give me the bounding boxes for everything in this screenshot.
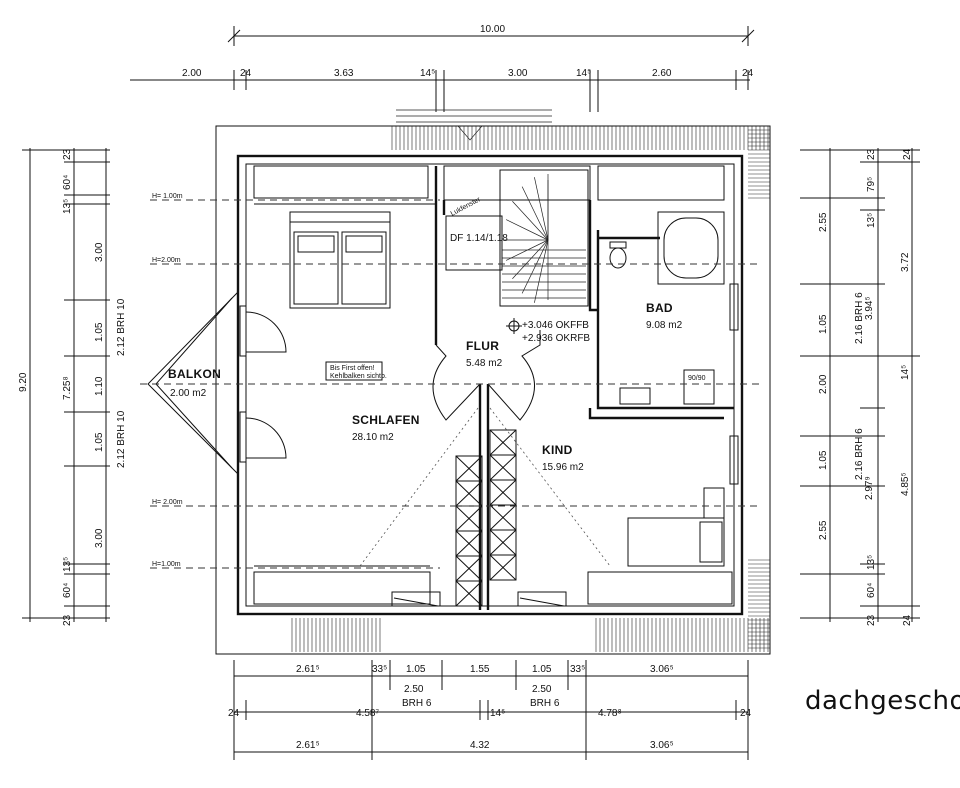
dim-left-9: 13⁵ [62,557,73,572]
room-flur: +3.046 OKFFB +2.936 OKRFB FLUR 5.48 m2 [432,318,590,421]
dim-window-1: 2.50 [404,684,424,695]
dim-right-1: 23 [866,148,877,160]
dim-top-7: 2.60 [652,68,672,79]
dim-bottom-e2: 4.32 [470,740,490,751]
dim-right-19: 24 [902,148,913,160]
room-area-bad: 9.08 m2 [646,320,683,331]
dim-window-1-brh: BRH 6 [402,698,432,709]
height-label-2: H=2.00m [152,257,181,264]
dim-top-3: 3.63 [334,68,354,79]
dim-bottom-c3: 14⁵ [490,708,505,719]
dim-top-5: 3.00 [508,68,528,79]
dim-left-6: 1.10 [94,376,105,396]
dim-bottom-6: 33⁵ [570,664,585,675]
height-label-3: H= 2.00m [152,499,183,506]
dim-right-2: 2.55 [818,212,829,232]
note-line1: Bis First offen! [330,365,375,372]
height-label-4: H=1.00m [152,561,181,568]
dim-bottom-e1: 2.61⁵ [296,740,320,751]
dim-bottom-c1: 24 [228,708,240,719]
dim-right-6: 2.16 BRH 6 [854,292,865,344]
dim-left-3: 13⁵ [62,199,73,214]
room-schlafen: Bis First offen! Kehlbalken sichtb. SCHL… [289,211,420,443]
staircase: Lukfenster DF 1.14/1.18 [445,169,589,307]
room-area-balkon: 2.00 m2 [170,388,207,399]
hatch-label: Lukfenster [450,196,483,218]
dim-right-15: 2.55 [818,520,829,540]
dim-overall-width: 10.00 [480,24,505,35]
dim-right-13: 2.97⁹ [864,476,875,500]
dim-window-2: 2.50 [532,684,552,695]
dim-bottom-e3: 3.06⁵ [650,740,674,751]
dim-window-2-brh: BRH 6 [530,698,560,709]
walls [236,154,744,616]
dim-right-4: 13⁵ [866,213,877,228]
dim-right-17: 60⁴ [866,583,877,598]
balkon: BALKON 2.00 m2 [147,291,287,475]
dim-bottom-c2: 4.58⁷ [356,708,379,719]
dim-left-5: 1.05 [94,322,105,342]
dim-top-4: 14⁵ [420,68,435,79]
dim-left-brh-lower: 2.12 BRH 10 [116,410,127,468]
dim-top-6: 14⁵ [576,68,591,79]
level-okrfb: +2.936 OKRFB [522,333,590,344]
room-name-bad: BAD [646,301,673,315]
roof-window-label: DF 1.14/1.18 [450,233,508,244]
room-name-flur: FLUR [466,339,499,353]
dim-right-10: 2.00 [818,374,829,394]
dim-bottom-4: 1.55 [470,664,490,675]
bottom-dimensions: 2.61⁵ 33⁵ 1.05 1.55 1.05 33⁵ 3.06⁵ 2.50 … [228,660,752,760]
dim-left-overall: 9.20 [18,372,29,392]
dim-right-11: 1.05 [818,450,829,470]
right-dimensions: 23 2.55 79⁵ 13⁵ 1.05 2.16 BRH 6 3.94⁵ 3.… [800,148,920,626]
level-okffb: +3.046 OKFFB [522,320,589,331]
dim-bottom-7: 3.06⁵ [650,664,674,675]
dim-right-16: 13⁵ [866,555,877,570]
room-area-flur: 5.48 m2 [466,358,503,369]
dim-bottom-c5: 24 [740,708,752,719]
dim-right-12: 2.16 BRH 6 [854,428,865,480]
dim-left-2: 60⁴ [62,175,73,190]
dim-right-8: 3.72 [900,252,911,272]
roof-outline [215,109,771,655]
room-name-balkon: BALKON [168,367,221,381]
dim-right-7: 3.94⁵ [864,296,875,320]
dim-right-3: 79⁵ [866,177,877,192]
dim-bottom-5: 1.05 [532,664,552,675]
dim-left-8: 3.00 [94,528,105,548]
dim-bottom-1: 2.61⁵ [296,664,320,675]
left-dimensions: 9.20 23 60⁴ 13⁵ 7.25⁸ 3.00 1.05 1.10 1.0… [18,148,127,626]
top-dimensions: 10.00 2.00 24 3.63 14⁵ 3.00 14⁵ 2.60 24 [130,24,755,112]
dim-left-1: 23 [62,148,73,160]
dim-left-10: 60⁴ [62,583,73,598]
dim-left-mid: 7.25⁸ [62,376,73,400]
dim-bottom-3: 1.05 [406,664,426,675]
room-kind: KIND 15.96 m2 [359,407,739,607]
floor-label: dachgeschoss [805,686,960,716]
dim-right-9: 14⁵ [900,365,911,380]
dim-top-8: 24 [742,68,754,79]
shower-label: 90/90 [688,375,706,382]
dim-left-4: 3.00 [94,242,105,262]
room-bad: 90/90 BAD 9.08 m2 [609,211,739,405]
dim-left-brh-upper: 2.12 BRH 10 [116,298,127,356]
dim-left-7: 1.05 [94,432,105,452]
room-area-schlafen: 28.10 m2 [352,432,394,443]
room-name-kind: KIND [542,443,573,457]
dim-left-11: 23 [62,614,73,626]
dim-bottom-c4: 4.78⁸ [598,708,622,719]
height-lines: H= 1.00m H=2.00m H= 2.00m H=1.00m [140,193,760,569]
note-line2: Kehlbalken sichtb. [330,373,387,380]
dim-right-20: 24 [902,614,913,626]
room-area-kind: 15.96 m2 [542,462,584,473]
dim-right-5: 1.05 [818,314,829,334]
dim-bottom-2: 33⁵ [372,664,387,675]
dim-right-18: 23 [866,614,877,626]
room-name-schlafen: SCHLAFEN [352,413,420,427]
dim-top-1: 2.00 [182,68,202,79]
dim-right-14: 4.85⁵ [900,472,911,496]
height-label-1: H= 1.00m [152,193,183,200]
dim-top-2: 24 [240,68,252,79]
